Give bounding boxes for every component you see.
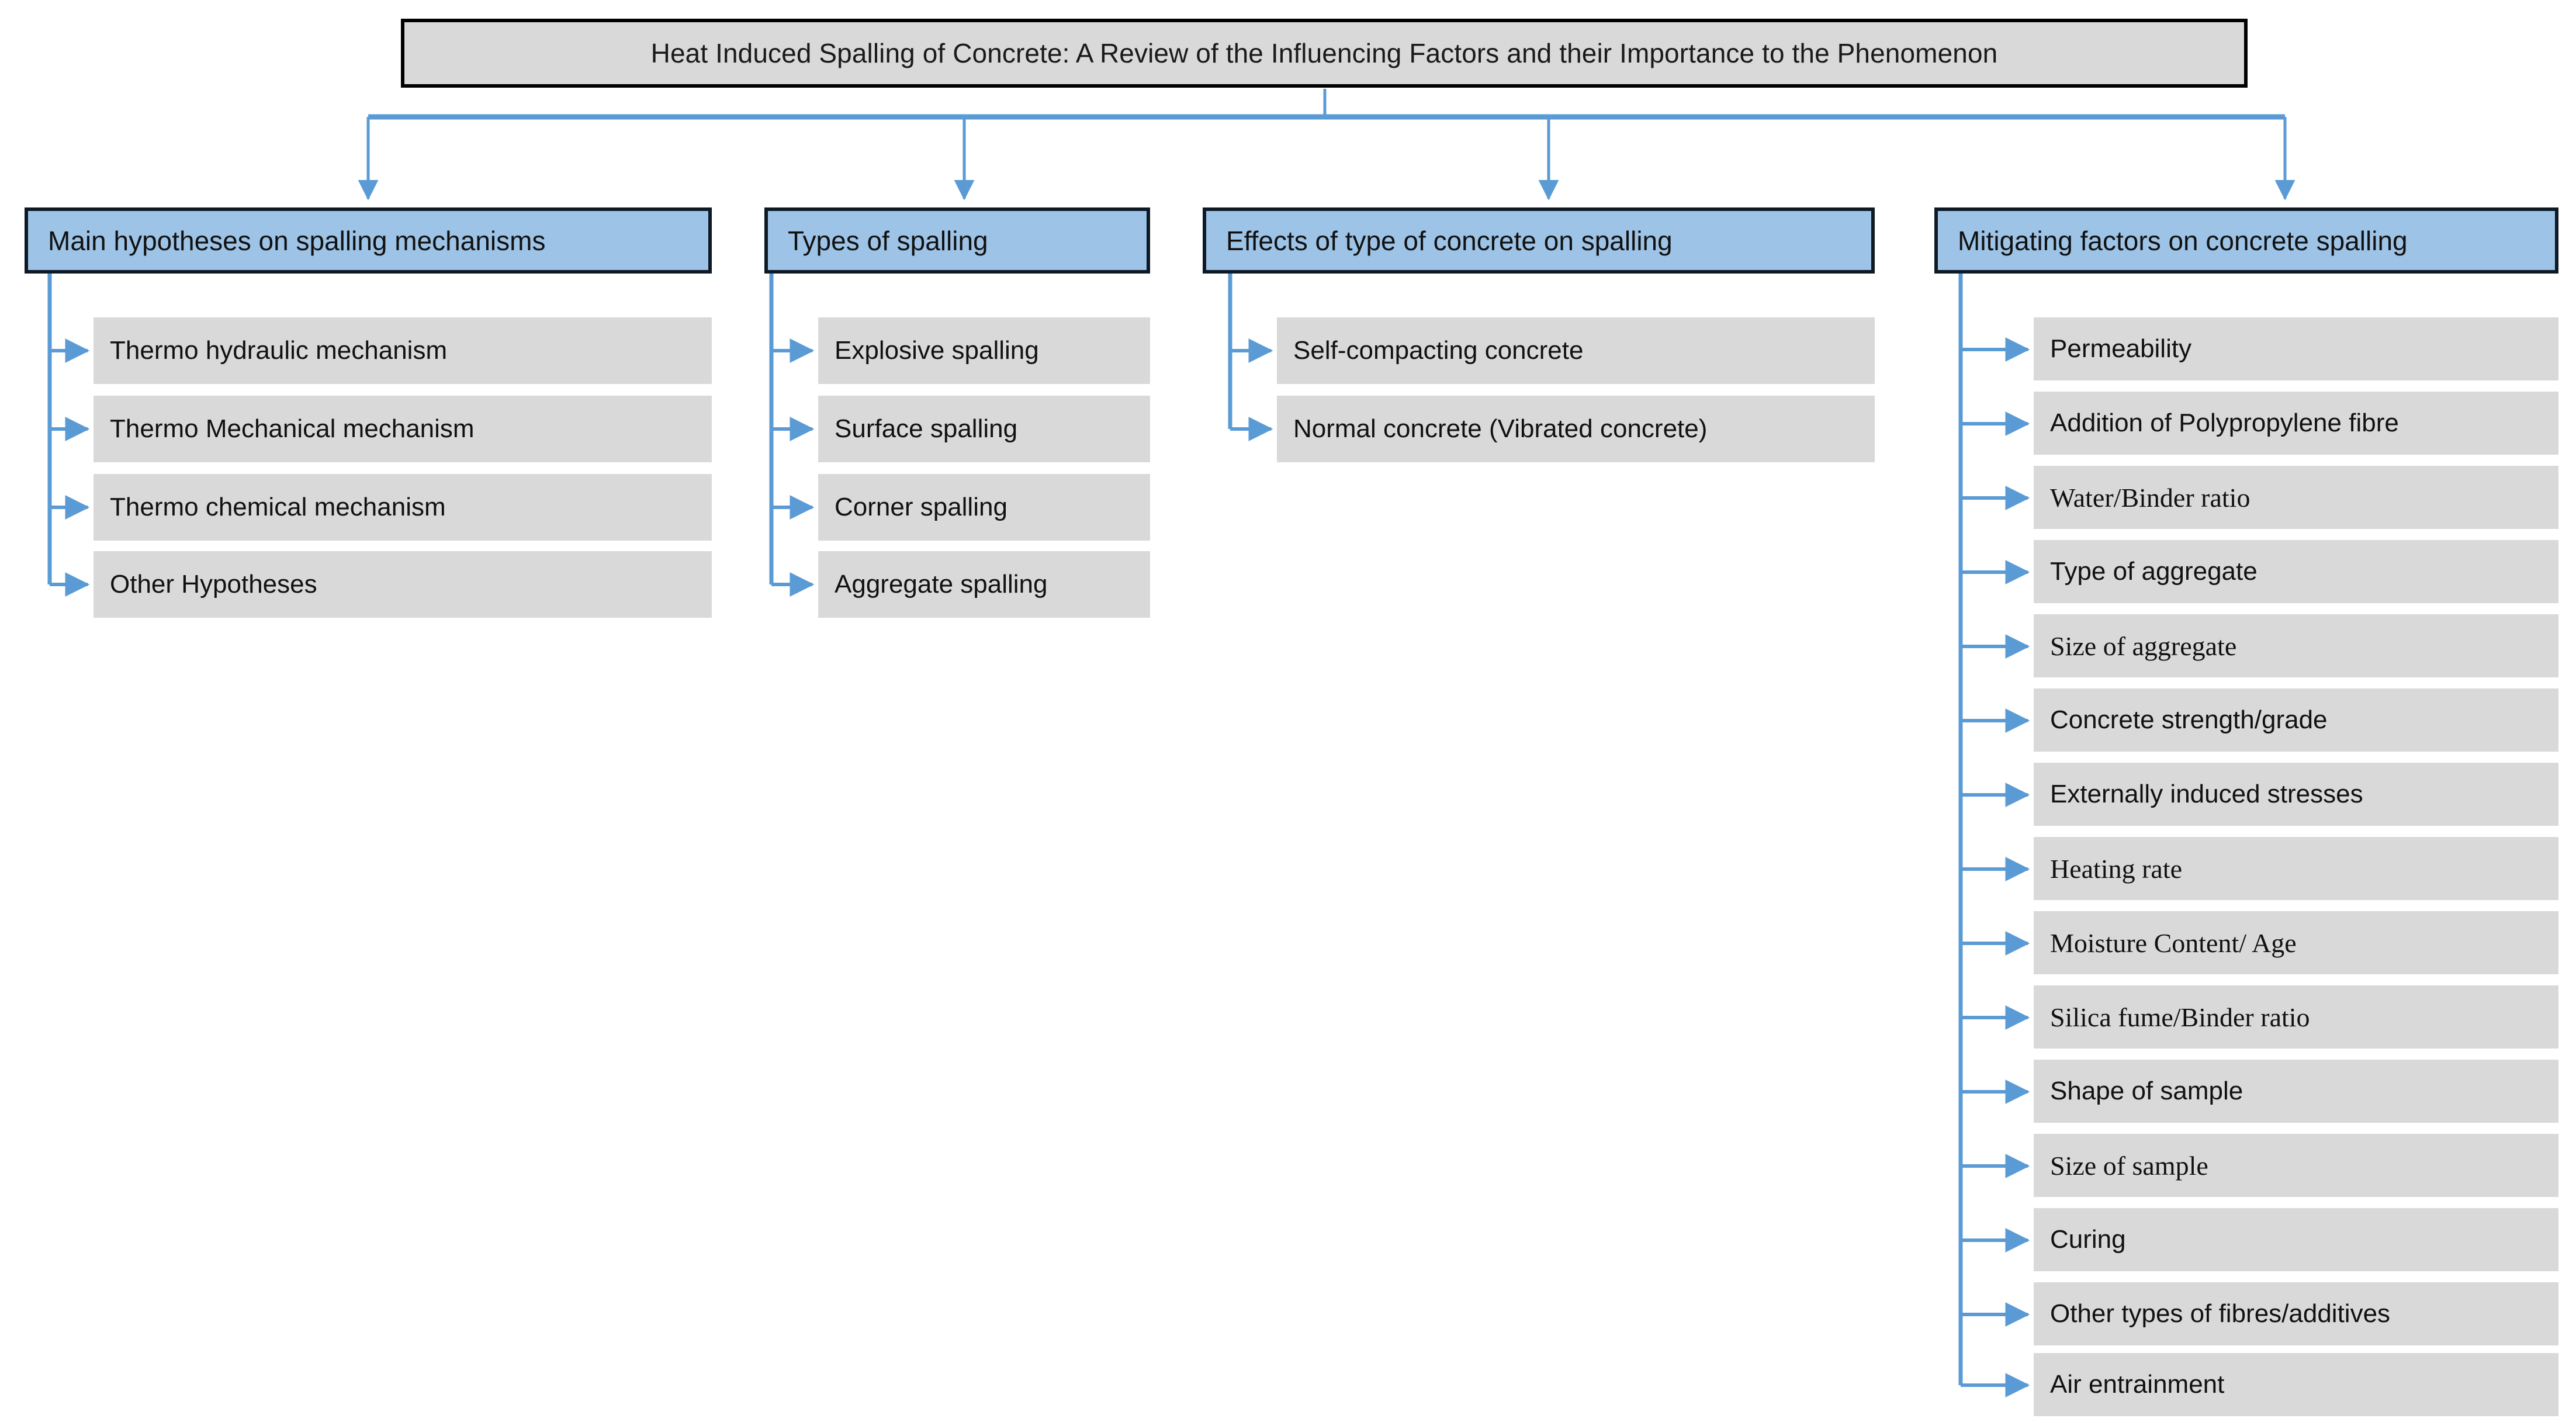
leaf-node-label: Thermo Mechanical mechanism: [110, 414, 475, 443]
leaf-node[interactable]: Water/Binder ratio: [2034, 466, 2558, 529]
leaf-node[interactable]: Size of sample: [2034, 1134, 2558, 1197]
leaf-node-label: Silica fume/Binder ratio: [2050, 1002, 2310, 1032]
branch-header-label: Types of spalling: [788, 225, 988, 256]
leaf-node-label: Surface spalling: [835, 414, 1018, 443]
leaf-node[interactable]: Thermo hydraulic mechanism: [94, 317, 712, 384]
leaf-node-label: Other types of fibres/additives: [2050, 1299, 2391, 1328]
leaf-node-label: Other Hypotheses: [110, 570, 317, 598]
leaf-node[interactable]: Moisture Content/ Age: [2034, 911, 2558, 974]
leaf-node[interactable]: Heating rate: [2034, 837, 2558, 900]
leaf-node-label: Thermo hydraulic mechanism: [110, 336, 448, 365]
leaf-node[interactable]: Addition of Polypropylene fibre: [2034, 392, 2558, 455]
branch-header-mitigating-factors[interactable]: Mitigating factors on concrete spalling: [1934, 207, 2558, 274]
leaf-node[interactable]: Shape of sample: [2034, 1060, 2558, 1123]
leaf-node-label: Shape of sample: [2050, 1077, 2243, 1105]
leaf-node[interactable]: Thermo Mechanical mechanism: [94, 396, 712, 462]
leaf-node[interactable]: Explosive spalling: [818, 317, 1150, 384]
leaf-node[interactable]: Concrete strength/grade: [2034, 688, 2558, 752]
leaf-node[interactable]: Curing: [2034, 1208, 2558, 1271]
leaf-node-label: Normal concrete (Vibrated concrete): [1293, 414, 1708, 443]
leaf-node-label: Explosive spalling: [835, 336, 1039, 365]
diagram-title-label: Heat Induced Spalling of Concrete: A Rev…: [650, 38, 1998, 68]
diagram-title-node[interactable]: Heat Induced Spalling of Concrete: A Rev…: [401, 19, 2248, 88]
leaf-node-label: Self-compacting concrete: [1293, 336, 1584, 365]
branch-header-types-of-spalling[interactable]: Types of spalling: [764, 207, 1150, 274]
leaf-node-label: Aggregate spalling: [835, 570, 1048, 598]
leaf-node-label: Addition of Polypropylene fibre: [2050, 409, 2399, 437]
leaf-node[interactable]: Size of aggregate: [2034, 614, 2558, 677]
leaf-node[interactable]: Permeability: [2034, 317, 2558, 380]
leaf-node-label: Size of sample: [2050, 1150, 2208, 1181]
leaf-node-label: Size of aggregate: [2050, 631, 2237, 661]
leaf-node[interactable]: Other types of fibres/additives: [2034, 1282, 2558, 1345]
leaf-node-label: Moisture Content/ Age: [2050, 928, 2297, 958]
leaf-node[interactable]: Normal concrete (Vibrated concrete): [1277, 396, 1875, 462]
branch-header-effects-of-type-of-concrete[interactable]: Effects of type of concrete on spalling: [1203, 207, 1875, 274]
leaf-node[interactable]: Aggregate spalling: [818, 551, 1150, 618]
leaf-node-label: Heating rate: [2050, 853, 2183, 884]
leaf-node[interactable]: Surface spalling: [818, 396, 1150, 462]
leaf-node-label: Air entrainment: [2050, 1370, 2225, 1399]
branch-header-main-hypotheses[interactable]: Main hypotheses on spalling mechanisms: [25, 207, 712, 274]
leaf-node[interactable]: Other Hypotheses: [94, 551, 712, 618]
leaf-node-label: Concrete strength/grade: [2050, 705, 2328, 734]
leaf-node-label: Externally induced stresses: [2050, 780, 2363, 808]
leaf-node-label: Permeability: [2050, 334, 2192, 363]
leaf-node[interactable]: Self-compacting concrete: [1277, 317, 1875, 384]
leaf-node-label: Thermo chemical mechanism: [110, 493, 446, 521]
leaf-node[interactable]: Thermo chemical mechanism: [94, 474, 712, 541]
leaf-node[interactable]: Corner spalling: [818, 474, 1150, 541]
leaf-node[interactable]: Silica fume/Binder ratio: [2034, 985, 2558, 1049]
leaf-node-label: Water/Binder ratio: [2050, 482, 2250, 513]
leaf-node[interactable]: Externally induced stresses: [2034, 763, 2558, 826]
leaf-node-label: Curing: [2050, 1225, 2126, 1254]
leaf-node-label: Type of aggregate: [2050, 557, 2258, 586]
branch-header-label: Main hypotheses on spalling mechanisms: [48, 225, 546, 256]
leaf-node-label: Corner spalling: [835, 493, 1007, 521]
branch-header-label: Mitigating factors on concrete spalling: [1958, 225, 2408, 256]
leaf-node[interactable]: Air entrainment: [2034, 1353, 2558, 1416]
leaf-node[interactable]: Type of aggregate: [2034, 540, 2558, 603]
branch-header-label: Effects of type of concrete on spalling: [1226, 225, 1673, 256]
